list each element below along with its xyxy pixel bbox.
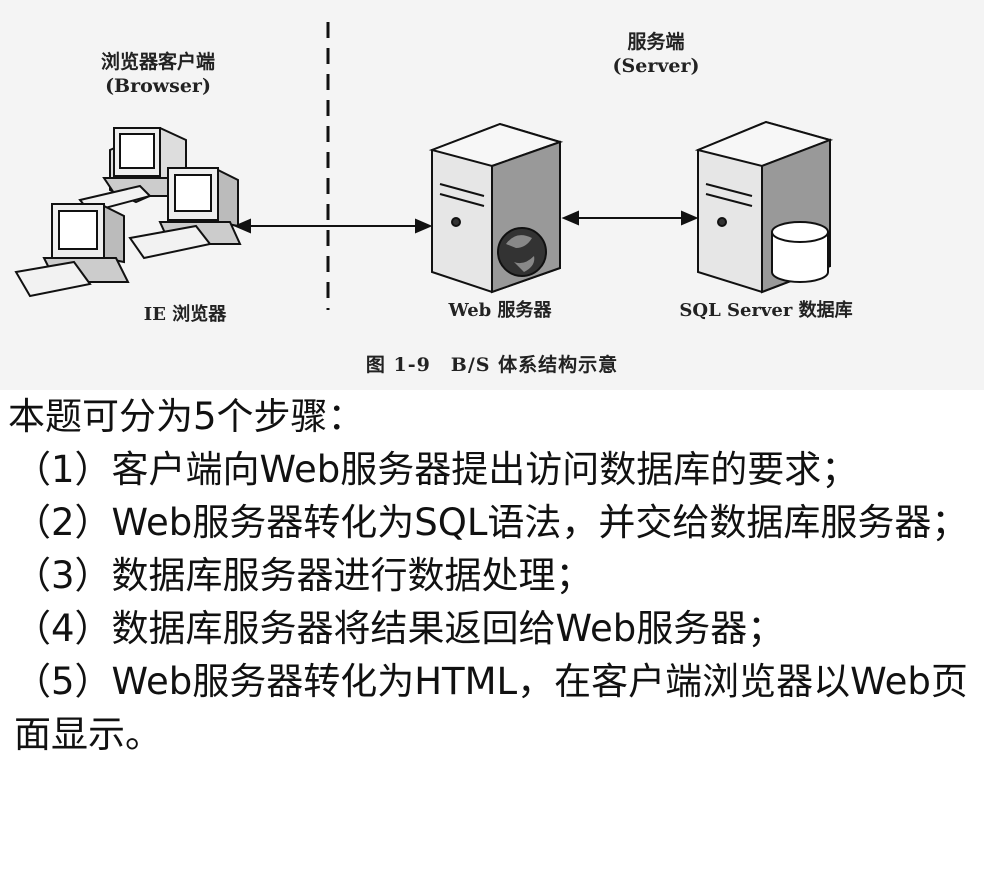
- step-3: （3）数据库服务器进行数据处理；: [14, 554, 593, 597]
- client-header-title: 浏览器客户端: [100, 51, 215, 73]
- server-header-title: 服务端: [627, 31, 685, 53]
- diagram-caption: 图 1-9 B/S 体系结构示意: [365, 354, 619, 376]
- intro-line: 本题可分为5个步骤：: [8, 395, 365, 438]
- server-header-subtitle: (Server): [612, 55, 700, 77]
- web-server-icon: [428, 122, 564, 294]
- web-server-label: Web 服务器: [448, 300, 552, 321]
- step-5: （5）Web服务器转化为HTML，在客户端浏览器以Web页面显示。: [14, 660, 968, 756]
- explanation-text: 本题可分为5个步骤： （1）客户端向Web服务器提出访问数据库的要求； （2）W…: [8, 390, 978, 761]
- bs-architecture-diagram: 浏览器客户端 (Browser) 服务端 (Server) IE 浏览器 Web…: [0, 0, 984, 390]
- client-label: IE 浏览器: [143, 304, 227, 325]
- database-server-icon: [694, 120, 834, 294]
- diagram-graphics: [14, 22, 834, 310]
- client-header-subtitle: (Browser): [105, 75, 211, 97]
- step-2: （2）Web服务器转化为SQL语法，并交给数据库服务器；: [14, 501, 969, 544]
- connection-arrows: [233, 210, 699, 234]
- step-4: （4）数据库服务器将结果返回给Web服务器；: [14, 607, 785, 650]
- step-1: （1）客户端向Web服务器提出访问数据库的要求；: [14, 448, 859, 491]
- server-header: 服务端 (Server): [596, 30, 716, 78]
- database-label: SQL Server 数据库: [679, 300, 853, 321]
- client-computers-icon: [14, 126, 242, 298]
- client-header: 浏览器客户端 (Browser): [78, 50, 238, 98]
